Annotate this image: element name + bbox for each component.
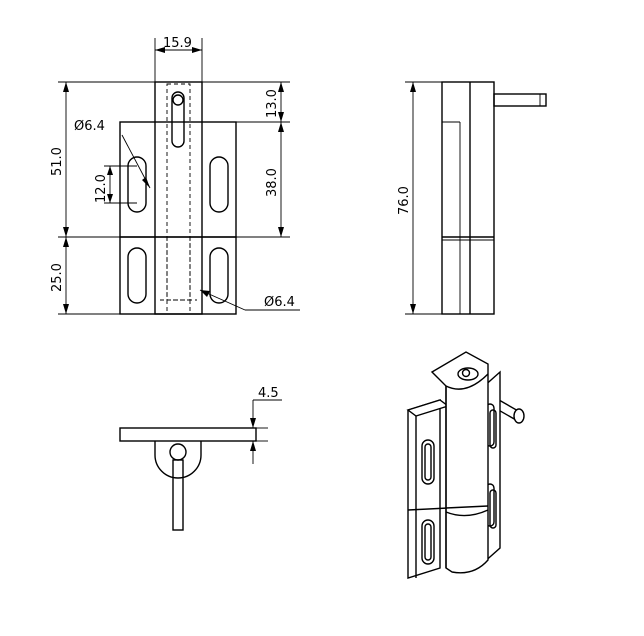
arrowhead — [155, 47, 165, 53]
arrowhead — [250, 441, 256, 451]
dim-hole-top: Ø6.4 — [74, 119, 105, 134]
arrowhead — [107, 194, 113, 203]
arrowhead — [107, 166, 113, 175]
arrowhead — [200, 290, 210, 297]
top-view: 4.5 — [119, 386, 282, 531]
iso-leaf-slot — [421, 519, 435, 565]
iso-leaf-slot-inner — [424, 443, 432, 481]
arrowhead — [410, 304, 416, 314]
dim-slot: 12.0 — [94, 174, 109, 203]
arrowhead — [192, 47, 202, 53]
arrowhead — [278, 112, 284, 122]
side-view: 76.0 — [397, 81, 547, 315]
iso-left-leaf — [407, 399, 441, 579]
front-view: 15.9 13.0 38.0 51.0 25.0 12 — [50, 36, 300, 315]
pin-slot — [171, 91, 185, 148]
iso-top-hole — [461, 368, 471, 378]
arrowhead — [278, 82, 284, 92]
iso-knuckle-split-curve — [445, 509, 489, 517]
dim-pin-width: 15.9 — [163, 36, 192, 51]
iso-pin-end — [513, 408, 525, 424]
dim-thickness: 4.5 — [258, 386, 279, 401]
iso-leaf-slot-inner — [424, 523, 432, 561]
arrowhead — [142, 177, 150, 188]
upper-leaf-outline — [119, 121, 237, 238]
dim-hole-bottom: Ø6.4 — [264, 295, 295, 310]
top-knuckle — [154, 441, 202, 479]
arrowhead — [63, 82, 69, 92]
arrowhead — [63, 237, 69, 247]
top-pin-circle — [169, 443, 187, 461]
iso-knuckle-curve — [445, 373, 489, 390]
knuckle-outline — [154, 81, 203, 315]
leaf-slot — [127, 156, 147, 213]
pin-hole — [172, 94, 184, 106]
arrowhead — [278, 122, 284, 132]
arrowhead — [410, 82, 416, 92]
leaf-slot — [209, 247, 229, 304]
iso-knuckle-slot — [489, 489, 497, 529]
leaf-slot — [127, 247, 147, 304]
arrowhead — [278, 227, 284, 237]
iso-knuckle-slot — [489, 409, 497, 449]
dim-lower: 38.0 — [265, 168, 280, 197]
dim-total-height: 51.0 — [50, 147, 65, 176]
dim-top: 13.0 — [265, 89, 280, 118]
hidden-pin — [166, 83, 191, 301]
top-plate — [119, 427, 257, 442]
isometric-view — [406, 351, 525, 579]
leaf-slot — [209, 156, 229, 213]
side-body-outline — [441, 81, 495, 315]
side-pin — [493, 93, 547, 107]
iso-knuckle-split — [445, 505, 489, 509]
arrowhead — [63, 304, 69, 314]
dim-height: 76.0 — [397, 186, 412, 215]
arrowhead — [63, 227, 69, 237]
iso-leaf-split — [407, 507, 449, 511]
top-pin — [172, 459, 184, 531]
iso-leaf-slot — [421, 439, 435, 485]
dim-bottom: 25.0 — [50, 263, 65, 292]
arrowhead — [250, 418, 256, 428]
